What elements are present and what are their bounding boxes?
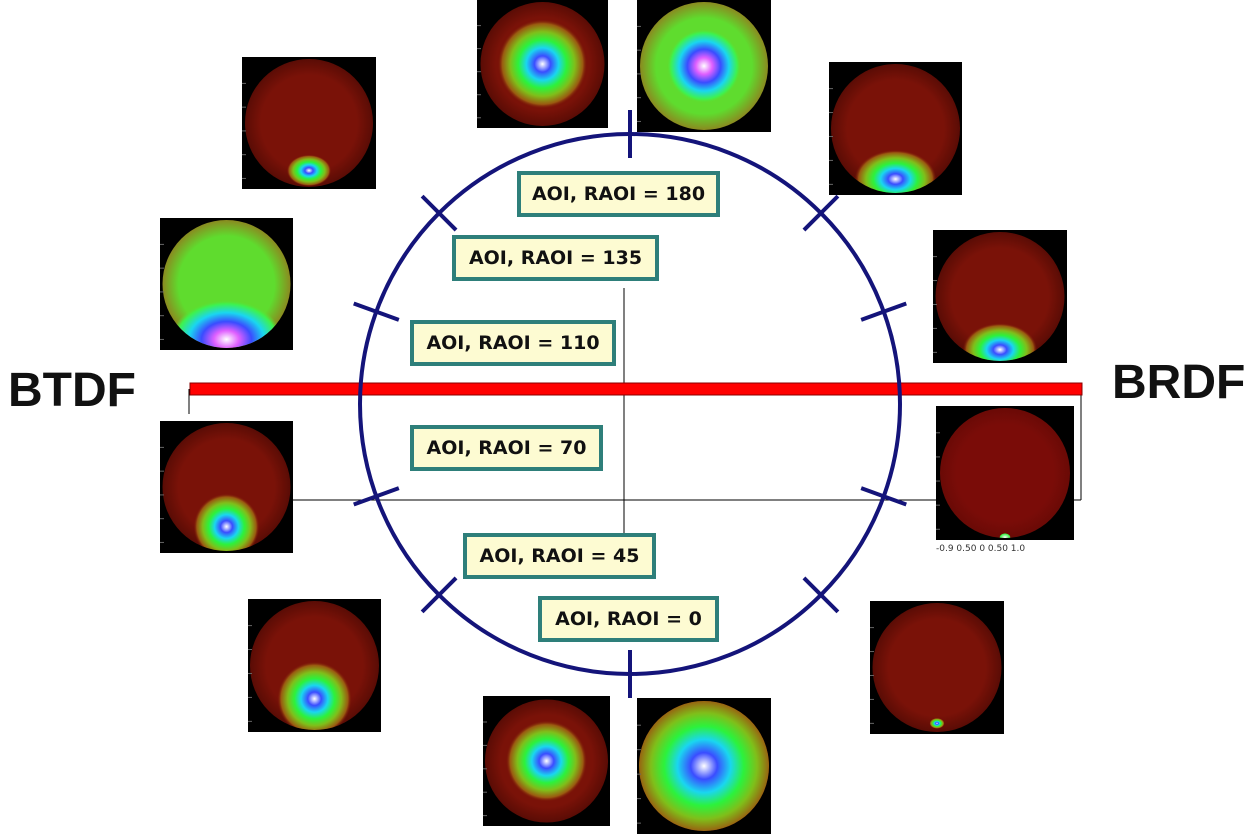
plot-top-left-a [242, 57, 376, 189]
plot-hot-spot [277, 661, 352, 730]
plot-hot-spot [171, 299, 282, 348]
plot-hot-spot [286, 154, 332, 187]
plot-hot-spot [193, 493, 260, 551]
aoi-label-110: AOI, RAOI = 110 [410, 320, 616, 366]
aoi-label-135: AOI, RAOI = 135 [452, 235, 659, 281]
plot-top-right-a [829, 62, 962, 195]
tick-mark [802, 576, 840, 614]
plot-left-a [160, 218, 293, 350]
plot-right-b [936, 406, 1074, 540]
aoi-label-45: AOI, RAOI = 45 [463, 533, 656, 579]
plot-bottom-left-a [248, 599, 381, 732]
plot-right-a [933, 230, 1067, 363]
tick-mark [353, 301, 400, 322]
plot-disk [935, 232, 1065, 361]
plot-bottom-center-a [483, 696, 610, 826]
plot-hot-spot [962, 323, 1038, 361]
aoi-label-70: AOI, RAOI = 70 [410, 425, 603, 471]
aoi-label-0: AOI, RAOI = 0 [538, 596, 719, 642]
tick-marks [353, 110, 907, 698]
plot-hot-spot [497, 19, 588, 109]
brdf-label: BRDF [1112, 356, 1246, 409]
tick-mark [420, 194, 458, 232]
plot-bottom-right-a [870, 601, 1004, 734]
plot-hot-spot [854, 149, 937, 193]
plot-hot-spot [999, 533, 1011, 538]
tick-mark [420, 576, 458, 614]
plot-disk [831, 64, 960, 193]
tick-mark [860, 301, 907, 322]
aoi-label-180: AOI, RAOI = 180 [517, 171, 720, 217]
tick-mark [860, 486, 907, 507]
plot-thumbnails [160, 0, 1074, 834]
tick-mark [353, 486, 400, 507]
plot-hot-spot [505, 720, 588, 802]
tick-mark [802, 194, 840, 232]
partial-axis-text: -0.9 0.50 0 0.50 1.0 [936, 544, 1025, 554]
plot-hot-spot [667, 29, 741, 103]
plot-hot-spot [639, 701, 769, 831]
plot-disk [940, 408, 1070, 538]
plot-bottom-center-b [637, 698, 771, 834]
plot-top-center-b [637, 0, 771, 132]
btdf-label: BTDF [8, 364, 136, 417]
red-horizon-bar [189, 382, 1083, 396]
plot-top-center-a [477, 0, 608, 128]
plot-disk [872, 603, 1002, 732]
plot-left-b [160, 421, 293, 553]
plot-disk [245, 59, 373, 187]
plot-hot-spot [929, 718, 945, 729]
